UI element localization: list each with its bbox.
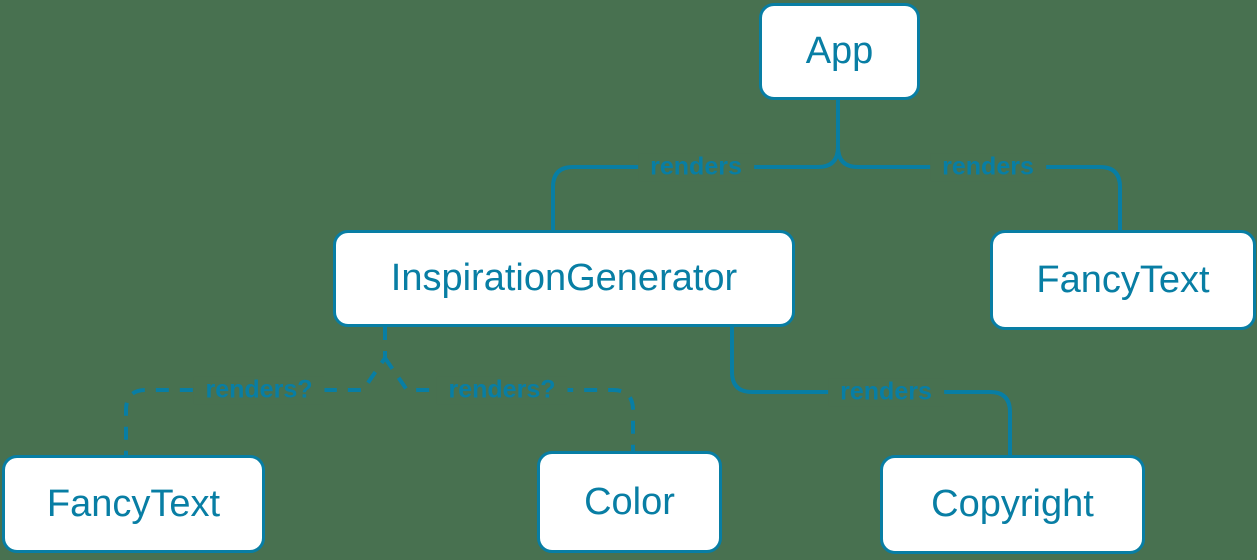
node-app: App: [759, 3, 920, 100]
node-fancy-text-top-label: FancyText: [1036, 258, 1210, 301]
node-fancy-text-top: FancyText: [990, 230, 1256, 330]
node-copyright: Copyright: [880, 455, 1145, 554]
edge-inspirationgenerator-to-color: [383, 356, 635, 451]
edge-label-renders-copyright: renders: [828, 378, 944, 406]
edge-label-renders-app-inspirationgenerator: renders: [638, 153, 754, 181]
edge-label-renders-question-color: renders?: [436, 376, 568, 404]
node-fancy-text-bottom: FancyText: [2, 455, 265, 553]
node-fancy-text-bottom-label: FancyText: [46, 482, 221, 525]
edge-label-renders-app-fancytext: renders: [930, 153, 1046, 181]
node-color-label: Color: [584, 480, 675, 523]
node-inspiration-generator-label: InspirationGenerator: [390, 257, 738, 299]
edge-inspirationgenerator-to-fancytext: [124, 327, 387, 455]
node-copyright-label: Copyright: [931, 483, 1094, 525]
node-color: Color: [537, 451, 722, 553]
edge-label-renders-question-fancytext: renders?: [193, 376, 325, 404]
edge-app-to-fancytext: [836, 146, 1122, 230]
node-app-label: App: [805, 30, 874, 72]
node-inspiration-generator: InspirationGenerator: [333, 230, 795, 327]
